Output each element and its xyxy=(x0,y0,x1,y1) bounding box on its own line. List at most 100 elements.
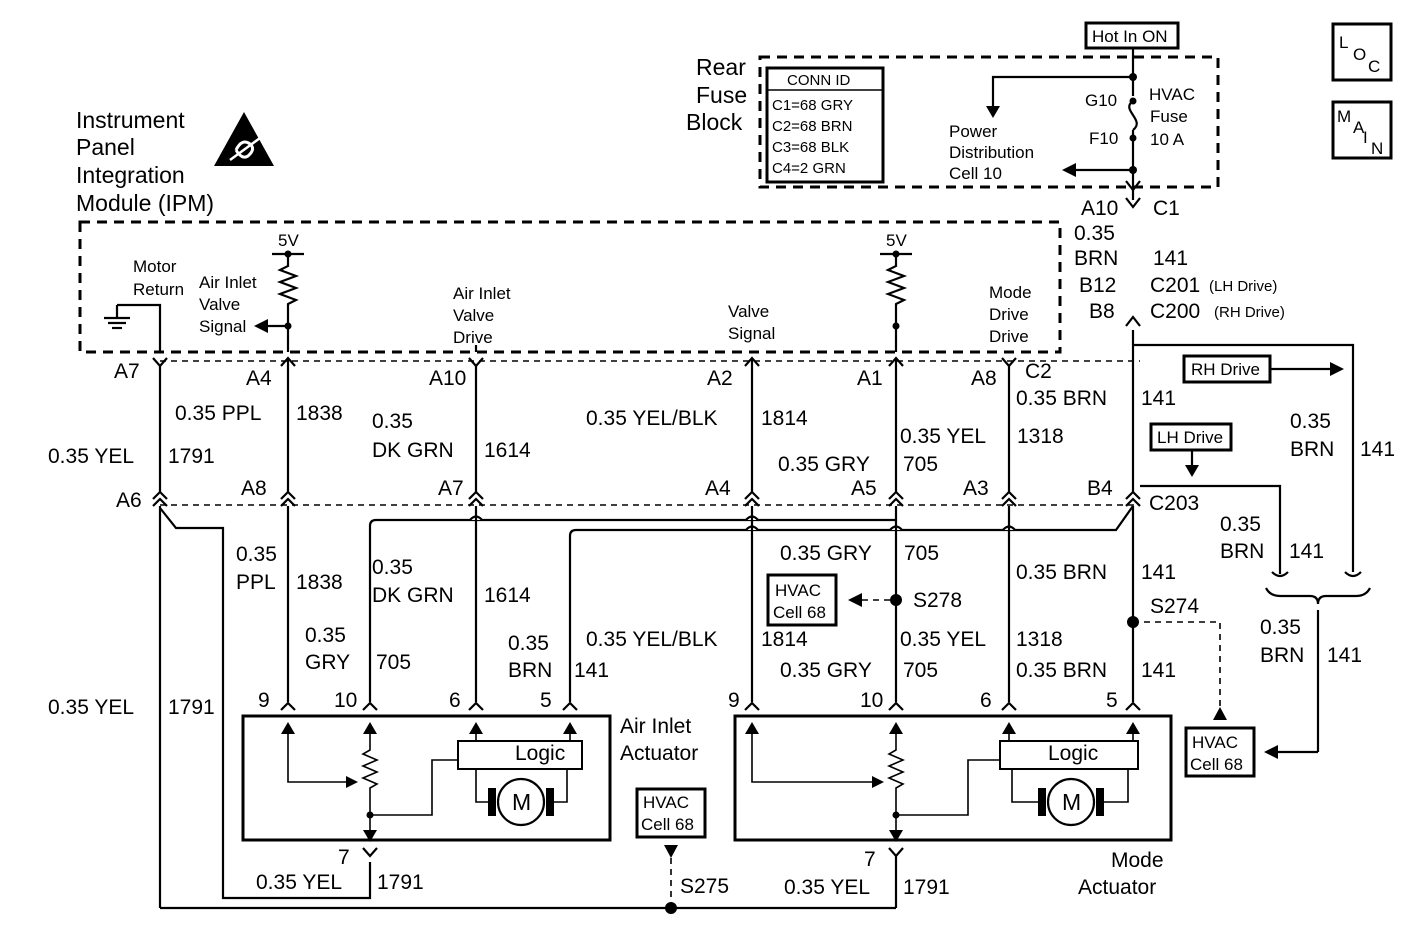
svg-text:Rear: Rear xyxy=(696,54,746,80)
splice-s275-label: S275 xyxy=(680,875,729,898)
pin-a4-mid: A4 xyxy=(705,477,731,500)
wire-circuit-1614: 1614 xyxy=(484,439,531,462)
svg-text:HVAC: HVAC xyxy=(775,581,821,600)
wire-label-yel-lower: 0.35 YEL xyxy=(48,696,134,719)
wire-circuit-lh: 141 xyxy=(1289,540,1324,563)
hvac-cell-68-s274[interactable]: HVAC Cell 68 xyxy=(1184,726,1256,778)
wire-circuit-1318-lower: 1318 xyxy=(1016,628,1063,651)
air-inlet-valve-signal-label: Air Inlet Valve Signal xyxy=(199,273,257,336)
drive-merge-terminals xyxy=(1271,571,1362,578)
wire-label-gry-lower: 0.35 GRY xyxy=(780,542,872,565)
motor-return-label: Motor Return xyxy=(133,257,184,299)
connector-c201: C201 xyxy=(1150,274,1200,297)
svg-text:C2=68 BRN: C2=68 BRN xyxy=(772,118,852,135)
mode-actuator-pins: 9 10 6 5 xyxy=(728,689,1141,712)
mode-logic-label: Logic xyxy=(1048,742,1098,765)
power-dist-arrow-icon xyxy=(986,106,1000,118)
air-pin-7: 7 xyxy=(338,846,350,869)
svg-text:C4=2 GRN: C4=2 GRN xyxy=(772,160,846,177)
mode-internal-circuit xyxy=(745,722,1140,842)
air-logic-label: Logic xyxy=(515,742,565,765)
svg-text:HVAC: HVAC xyxy=(643,793,689,812)
svg-text:9: 9 xyxy=(258,689,270,712)
wire-circuit-1791-air-bottom: 1791 xyxy=(377,871,424,894)
conn-id-table: CONN ID C1=68 GRY C2=68 BRN C3=68 BLK C4… xyxy=(765,66,885,184)
wire-label-gry-mode: 0.35 GRY xyxy=(780,659,872,682)
svg-text:C3=68 BLK: C3=68 BLK xyxy=(772,139,849,156)
wire-1318-upper xyxy=(1001,357,1017,492)
motor-return-wire xyxy=(117,303,162,352)
s274-arrow-icon xyxy=(1213,707,1227,720)
svg-text:Return: Return xyxy=(133,280,184,299)
rh-drive-wire xyxy=(1133,343,1355,572)
splice-s275 xyxy=(665,902,677,914)
svg-text:Signal: Signal xyxy=(728,324,775,343)
wire-color-dkgrn-lower: DK GRN xyxy=(372,584,454,607)
svg-text:Drive: Drive xyxy=(989,327,1029,346)
main-letter-a: A xyxy=(1353,118,1365,137)
splice-s278-label: S278 xyxy=(913,589,962,612)
wire-size-ppl-lower: 0.35 xyxy=(236,543,277,566)
f10-label: F10 xyxy=(1089,129,1118,148)
wire-label-brn-upper: 0.35 BRN xyxy=(1016,387,1107,410)
air-inlet-signal-arrow-icon xyxy=(254,319,268,333)
c1-connector-terminal xyxy=(1125,180,1141,192)
lh-drive-arrow-icon xyxy=(1185,465,1199,477)
wire-label-dkgrn: DK GRN xyxy=(372,439,454,462)
wire-color-rh: BRN xyxy=(1290,438,1334,461)
pin-a10-c1: A10 xyxy=(1081,197,1118,220)
rear-fuse-block-title: Rear Fuse Block xyxy=(686,54,747,135)
wire-circuit-705: 705 xyxy=(903,453,938,476)
wire-size-dkgrn: 0.35 xyxy=(372,410,413,433)
mode-actuator-label: Mode Actuator xyxy=(1078,849,1164,899)
wire-circuit-1791-lower: 1791 xyxy=(168,696,215,719)
wire-label-yelblk: 0.35 YEL/BLK xyxy=(586,407,718,430)
hvac-cell-68-s275[interactable]: HVAC Cell 68 xyxy=(635,787,707,839)
svg-text:5: 5 xyxy=(540,689,552,712)
svg-text:HVAC: HVAC xyxy=(1149,85,1195,104)
air-motor-icon: M xyxy=(512,789,531,815)
pin-a8-top: A8 xyxy=(971,367,997,390)
wire-705-air-branch xyxy=(368,518,896,702)
wire-color-brn-air: BRN xyxy=(508,659,552,682)
pin-a6-mid: A6 xyxy=(116,489,142,512)
hvac-cell-68-s278[interactable]: HVAC Cell 68 xyxy=(766,573,838,627)
s275-arrow-icon xyxy=(664,845,678,858)
connector-c203: C203 xyxy=(1149,492,1199,515)
wire-label-brn-lower: 0.35 BRN xyxy=(1016,561,1107,584)
mid-connector-terminals xyxy=(152,490,1141,507)
rear-fuse-block-outline xyxy=(758,55,1220,189)
wire-circuit-1318: 1318 xyxy=(1017,425,1064,448)
pin-b12: B12 xyxy=(1079,274,1116,297)
main-button[interactable]: M A I N xyxy=(1331,100,1393,160)
loc-letter-o: O xyxy=(1353,45,1366,64)
wire-circuit-705-air: 705 xyxy=(376,651,411,674)
wire-size-feed: 0.35 xyxy=(1074,222,1115,245)
wire-circuit-141-air: 141 xyxy=(574,659,609,682)
wire-1791-air-return xyxy=(159,507,372,900)
ipm-module-outline xyxy=(78,220,1062,354)
wire-color-ppl-lower: PPL xyxy=(236,571,276,594)
svg-text:Power: Power xyxy=(949,122,998,141)
wire-circuit-141-upper: 141 xyxy=(1141,387,1176,410)
svg-text:Motor: Motor xyxy=(133,257,177,276)
wire-circuit-141-mode: 141 xyxy=(1141,659,1176,682)
pin-a7-mid: A7 xyxy=(438,477,464,500)
pin-a2-top: A2 xyxy=(707,367,733,390)
air-pin-7-terminal xyxy=(362,847,378,858)
svg-text:Module (IPM): Module (IPM) xyxy=(76,190,214,216)
air-inlet-valve-drive-label: Air Inlet Valve Drive xyxy=(453,284,511,347)
wire-label-brn-mode: 0.35 BRN xyxy=(1016,659,1107,682)
hvac-cell-right-arrow-icon xyxy=(1264,745,1278,759)
wire-141-air-branch xyxy=(568,505,1134,702)
splice-s278 xyxy=(890,594,902,606)
wire-circuit-1791-upper: 1791 xyxy=(168,445,215,468)
svg-text:Air Inlet: Air Inlet xyxy=(620,715,691,738)
pin-a7-top: A7 xyxy=(114,360,140,383)
svg-text:10 A: 10 A xyxy=(1150,130,1185,149)
g10-label: G10 xyxy=(1085,91,1117,110)
loc-button[interactable]: L O C xyxy=(1331,22,1393,82)
mode-pin-7: 7 xyxy=(864,848,876,871)
wire-circuit-1814-lower: 1814 xyxy=(761,628,808,651)
